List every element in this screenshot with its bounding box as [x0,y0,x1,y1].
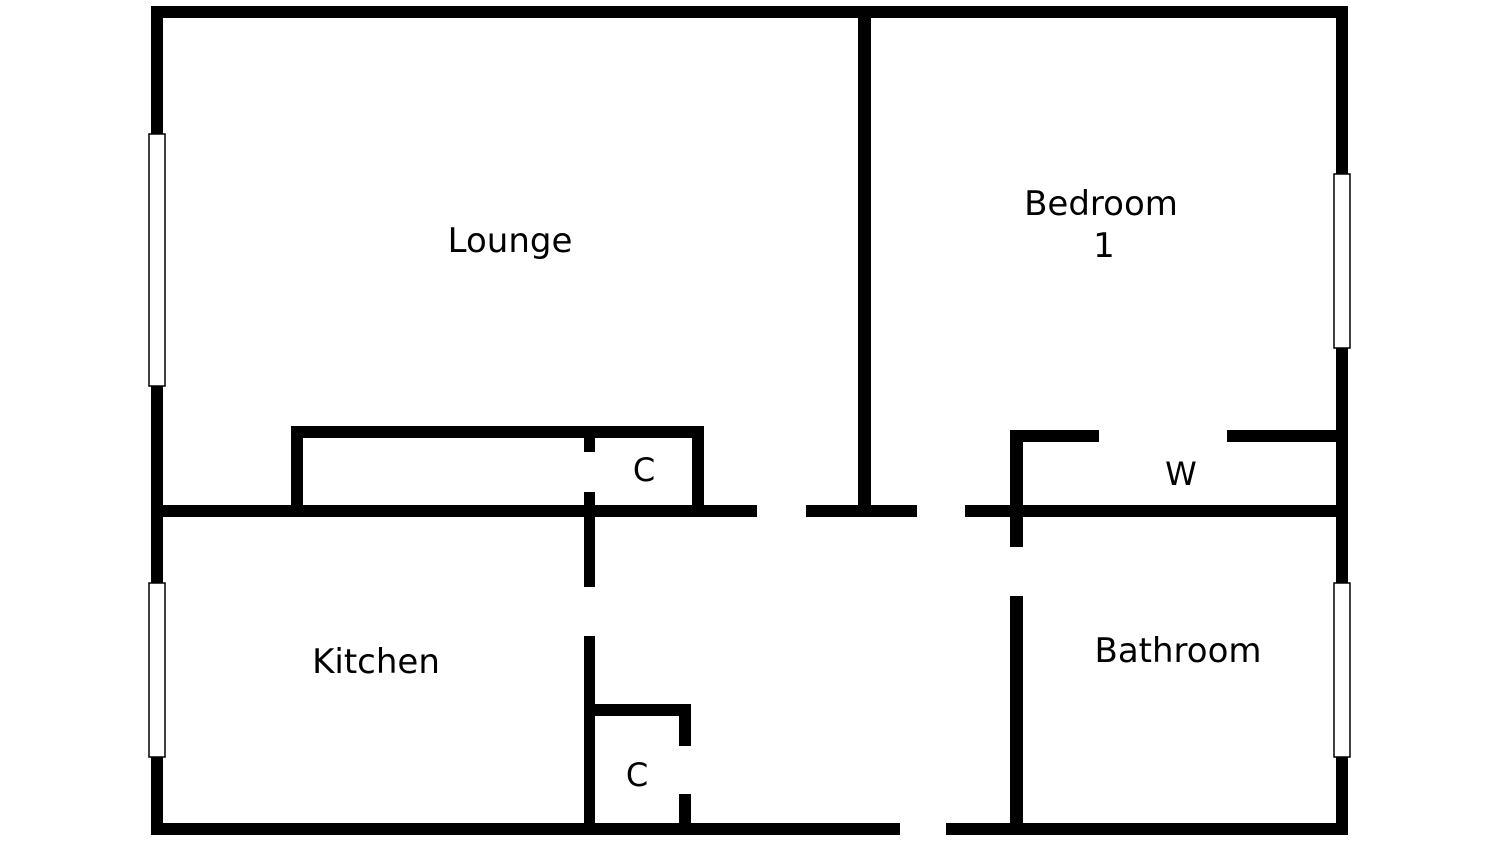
label-bathroom: Bathroom [1095,631,1262,671]
label-cupboard-upper: C [633,451,655,489]
wall-mid-left [151,505,757,517]
wardrobe-top-right [1227,430,1348,442]
cupboard-upper-top [291,426,704,438]
exterior-walls [151,6,1348,835]
wardrobe-top-left [1010,430,1099,442]
wall-kitchen-upper [584,505,595,587]
label-cupboard-lower: C [626,756,648,794]
cupboard-lower-right-top [679,704,691,746]
window-lounge [148,133,166,387]
wall-kitchen-lower [584,636,595,835]
cupboard-lower-top [584,704,691,716]
label-kitchen: Kitchen [312,642,440,682]
wall-top [151,6,1348,18]
cupboard-upper-left [291,426,303,517]
window-bedroom [1333,173,1351,349]
label-lounge: Lounge [448,221,573,261]
label-bedroom: Bedroom [1024,184,1178,224]
window-kitchen [148,582,166,758]
cupboard-upper-right [692,426,704,517]
wall-bottom-right [946,823,1348,835]
wall-lounge-bedroom [858,6,871,516]
window-bathroom [1333,582,1351,758]
interior-walls [151,6,1348,835]
windows [148,133,1351,758]
room-labels: Lounge Bedroom 1 Kitchen Bathroom C C W [312,184,1261,794]
label-bedroom-number: 1 [1093,226,1115,266]
cupboard-lower-right-bottom [679,794,691,835]
wall-mid-center [806,505,917,517]
wardrobe-left [1010,430,1023,547]
label-wardrobe: W [1165,455,1197,493]
wall-bottom-left [151,823,900,835]
wall-bathroom [1010,596,1023,835]
wall-mid-right [965,505,1348,517]
cupboard-upper-divider-top [584,426,595,452]
cupboard-upper-divider-bottom [584,492,595,517]
